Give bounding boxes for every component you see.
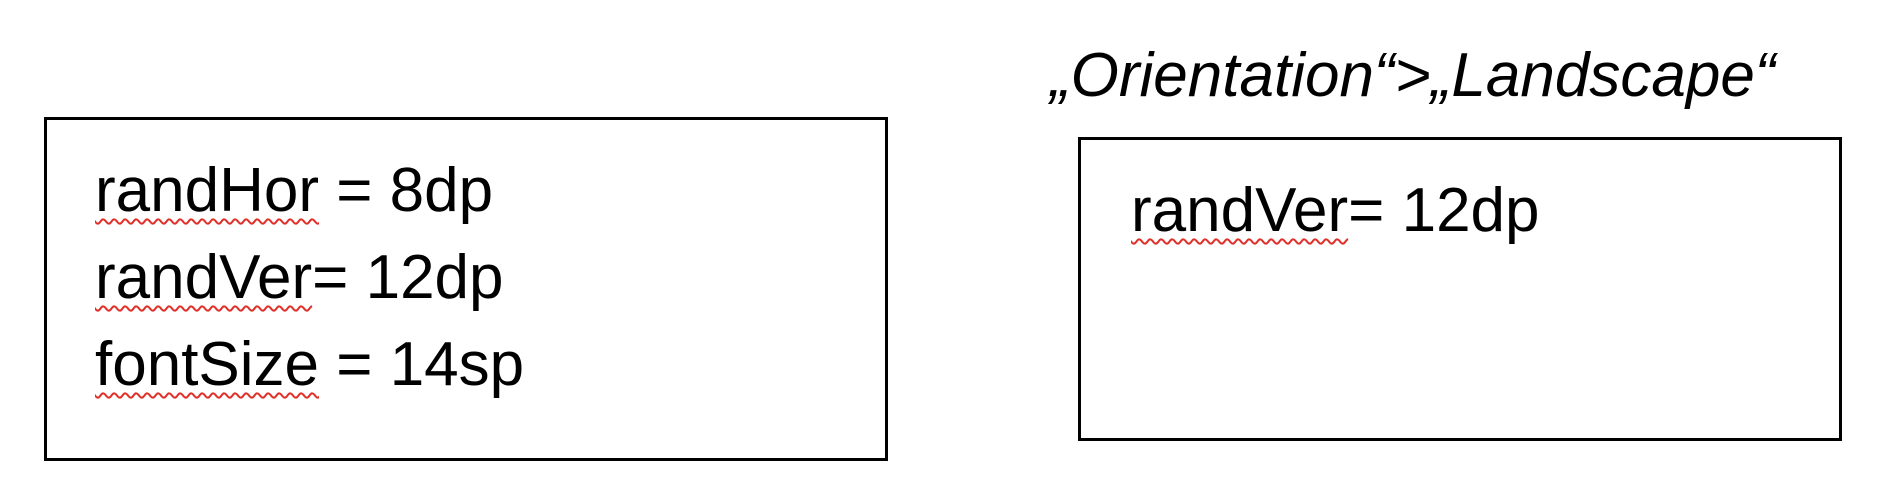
default-values-box: randHor = 8dp randVer= 12dp fontSize = 1… — [44, 117, 888, 461]
font-size-value: = 14sp — [319, 330, 525, 399]
landscape-rand-ver-name: randVer — [1131, 176, 1349, 245]
landscape-values-box: randVer= 12dp — [1078, 137, 1842, 441]
rand-ver-value: = 12dp — [312, 243, 504, 312]
rand-ver-line: randVer= 12dp — [95, 247, 504, 309]
rand-hor-line: randHor = 8dp — [95, 160, 493, 222]
orientation-landscape-heading: „Orientation“>„Landscape“ — [1050, 41, 1776, 110]
rand-ver-name: randVer — [95, 243, 313, 312]
landscape-rand-ver-value: = 12dp — [1348, 176, 1540, 245]
rand-hor-value: = 8dp — [319, 156, 494, 225]
font-size-line: fontSize = 14sp — [95, 334, 524, 396]
font-size-name: fontSize — [95, 330, 320, 399]
rand-hor-name: randHor — [95, 156, 319, 225]
landscape-rand-ver-line: randVer= 12dp — [1131, 180, 1540, 242]
